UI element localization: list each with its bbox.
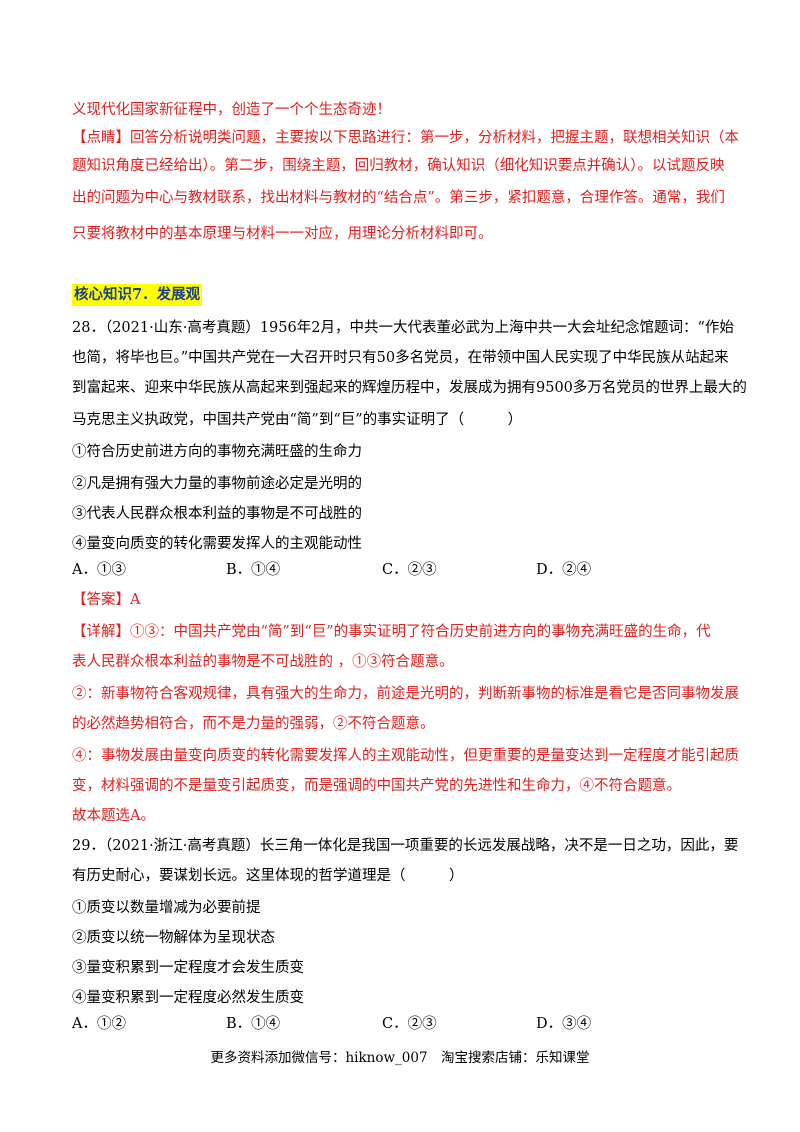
q29-option-d: D．③④ — [536, 1016, 592, 1032]
q29-stem-line: 有历史耐心，要谋划长远。这里体现的哲学道理是（ ） — [72, 868, 464, 884]
q28-conclusion: 故本题选A。 — [72, 808, 155, 824]
page-footer: 更多资料添加微信号：hiknow_007 淘宝搜索店铺：乐知课堂 — [210, 1050, 590, 1066]
q28-statement: ②凡是拥有强大力量的事物前途必定是光明的 — [72, 476, 362, 492]
q28-option-d: D．②④ — [536, 562, 592, 578]
q28-explanation-line: ②：新事物符合客观规律，具有强大的生命力，前途是光明的，判断新事物的标准是看它是… — [72, 686, 739, 702]
q29-option-b: B．①④ — [226, 1016, 281, 1032]
q28-explanation-line: 表人民群众根本利益的事物是不可战胜的 ，①③符合题意。 — [72, 654, 454, 670]
q28-option-c: C．②③ — [382, 562, 437, 578]
q28-explanation-line: ④：事物发展由量变向质变的转化需要发挥人的主观能动性，但更重要的是量变达到一定程… — [72, 748, 739, 764]
tip-line: 【点睛】回答分析说明类问题，主要按以下思路进行：第一步，分析材料，把握主题，联想… — [72, 130, 739, 146]
top-text-line: 义现代化国家新征程中，创造了一个个生态奇迹！ — [72, 102, 391, 118]
q29-statement: ①质变以数量增减为必要前提 — [72, 900, 261, 916]
tip-line: 题知识角度已经给出）。第二步，围绕主题，回归教材，确认知识（细化知识要点并确认）… — [72, 158, 725, 174]
q28-option-a: A．①③ — [72, 562, 126, 578]
q29-statement: ④量变积累到一定程度必然发生质变 — [72, 990, 304, 1006]
q28-answer: 【答案】A — [72, 592, 141, 608]
tip-line: 出的问题为中心与教材联系，找出材料与教材的“结合点”。第三步，紧扣题意，合理作答… — [72, 190, 725, 206]
q28-stem-line: 马克思主义执政党，中国共产党由“简”到“巨”的事实证明了（ ） — [72, 412, 523, 428]
q28-option-b: B．①④ — [226, 562, 281, 578]
q28-stem-line: 28．（2021·山东·高考真题）1956年2月，中共一大代表董必武为上海中共一… — [72, 320, 734, 336]
section-heading: 核心知识7．发展观 — [72, 284, 203, 306]
q29-statement: ②质变以统一物解体为呈现状态 — [72, 930, 275, 946]
q28-statement: ①符合历史前进方向的事物充满旺盛的生命力 — [72, 444, 362, 460]
q28-explanation-line: 变，材料强调的不是量变引起质变，而是强调的中国共产党的先进性和生命力，④不符合题… — [72, 778, 681, 794]
q28-stem-line: 也简，将毕也巨。”中国共产党在一大召开时只有50多名党员，在带领中国人民实现了中… — [72, 350, 729, 366]
q28-explanation-line: 【详解】①③：中国共产党由“简”到“巨”的事实证明了符合历史前进方向的事物充满旺… — [72, 624, 711, 640]
tip-line: 只要将教材中的基本原理与材料一一对应，用理论分析材料即可。 — [72, 226, 493, 242]
q28-explanation-line: 的必然趋势相符合，而不是力量的强弱，②不符合题意。 — [72, 716, 435, 732]
q29-stem-line: 29．（2021·浙江·高考真题）长三角一体化是我国一项重要的长远发展战略，决不… — [72, 838, 739, 854]
q28-statement: ④量变向质变的转化需要发挥人的主观能动性 — [72, 536, 362, 552]
q28-statement: ③代表人民群众根本利益的事物是不可战胜的 — [72, 506, 362, 522]
q28-stem-line: 到富起来、迎来中华民族从高起来到强起来的辉煌历程中，发展成为拥有9500多万名党… — [72, 380, 747, 396]
q29-option-a: A．①② — [72, 1016, 126, 1032]
q29-option-c: C．②③ — [382, 1016, 437, 1032]
q29-statement: ③量变积累到一定程度才会发生质变 — [72, 960, 304, 976]
